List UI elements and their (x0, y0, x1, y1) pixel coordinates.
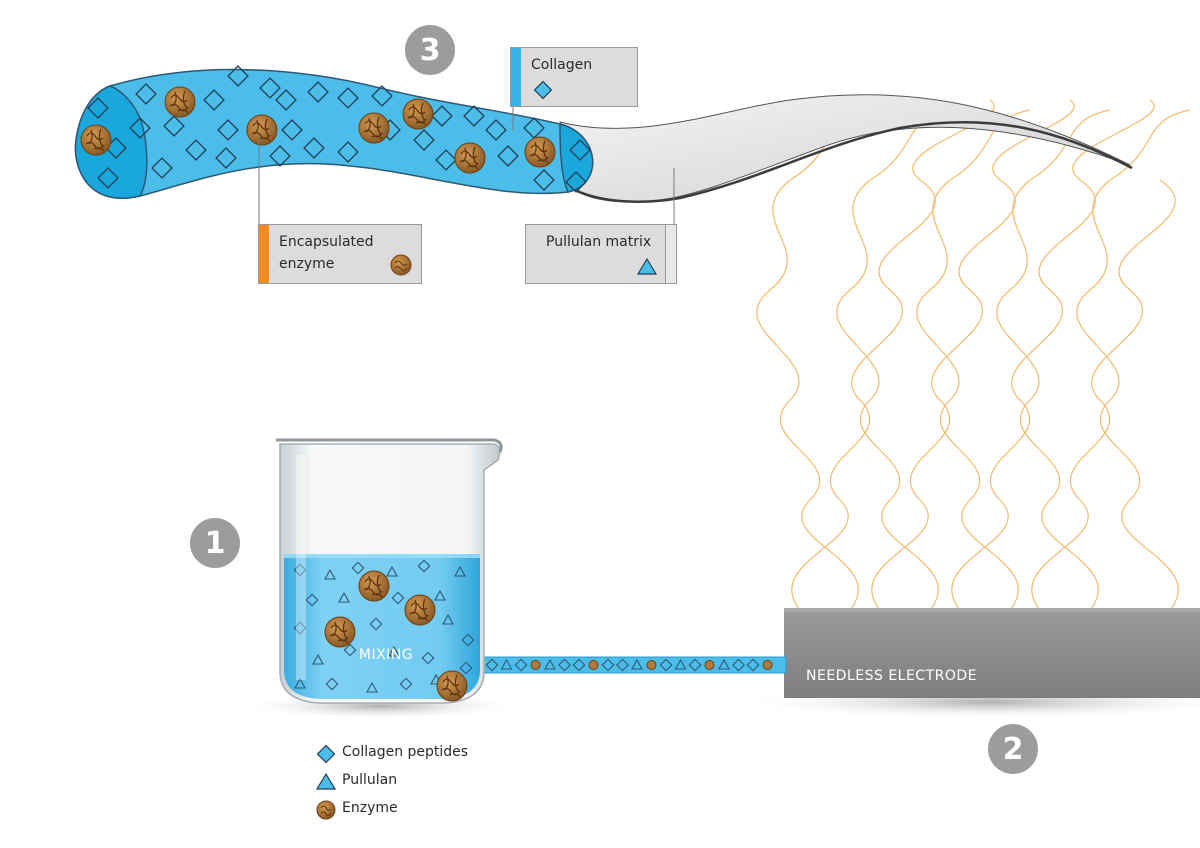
triangle-icon (316, 772, 336, 790)
pullulan-matrix-callout-label: Pullulan matrix (546, 234, 652, 250)
collagen-callout: Collagen (510, 47, 638, 107)
enzyme-particle (704, 660, 715, 670)
legend-label: Pullulan (342, 772, 398, 788)
enzyme-particle (246, 114, 278, 146)
legend-label: Enzyme (342, 800, 398, 816)
enzyme-particle (762, 660, 773, 670)
callout-leaders (258, 106, 675, 226)
callout-color-bar (511, 48, 521, 106)
collagen-callout-label: Collagen (531, 57, 593, 73)
diamond-icon (533, 80, 553, 100)
enzyme-particle (164, 86, 196, 118)
enzyme-particle (404, 594, 436, 626)
enzyme-particle (588, 660, 599, 670)
triangle-icon (636, 257, 658, 275)
pullulan-matrix-callout: Pullulan matrix (525, 224, 677, 284)
electrospun-fibers (756, 99, 1191, 611)
fiber-tail (559, 94, 1133, 203)
enzyme-particle (324, 616, 356, 648)
enzyme-particle (524, 136, 556, 168)
step-2-badge: 2 (988, 724, 1038, 774)
enzyme-particle (530, 660, 541, 670)
enzyme-particle (454, 142, 486, 174)
diamond-icon (316, 744, 336, 764)
enzyme-particle (646, 660, 657, 670)
step-3-badge: 3 (405, 25, 455, 75)
enzyme-particle (402, 98, 434, 130)
step-1-badge: 1 (190, 518, 240, 568)
legend-label: Collagen peptides (342, 744, 469, 760)
feed-tube-particles (485, 658, 773, 672)
enzyme-particle (436, 670, 468, 702)
mixing-beaker (240, 438, 520, 720)
needleless-electrode (730, 608, 1200, 720)
enzyme-callout: Encapsulated enzyme (258, 224, 422, 284)
enzyme-particle (80, 124, 112, 156)
enzyme-particle (358, 112, 390, 144)
enzyme-bead-icon (316, 800, 336, 820)
enzyme-bead-icon (390, 254, 412, 276)
enzyme-particle (358, 570, 390, 602)
enzyme-callout-label: Encapsulated enzyme (279, 234, 374, 272)
mixing-label: MIXING (358, 647, 414, 663)
callout-color-bar (259, 225, 269, 283)
callout-color-bar (665, 225, 676, 283)
electrode-label: NEEDLESS ELECTRODE (806, 668, 978, 684)
fiber-cross-section (74, 65, 594, 199)
